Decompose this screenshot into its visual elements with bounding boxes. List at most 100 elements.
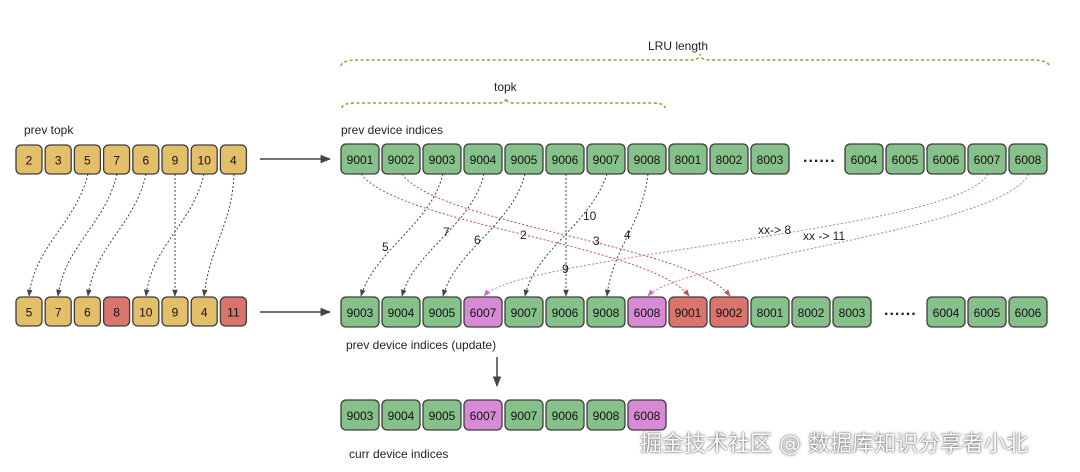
prev-topk-value-3: 3 — [55, 154, 62, 168]
topk-brace — [341, 97, 666, 109]
curr-topk-value-11: 11 — [227, 306, 240, 320]
curr-topk-box-4 — [190, 296, 218, 327]
curr-topk-box-7 — [44, 296, 72, 327]
updated-a-value-9003: 9003 — [347, 306, 374, 320]
curr-topk-value-4: 4 — [201, 306, 208, 320]
connector-9001 — [360, 173, 690, 297]
prev-indices-b-value-6006: 6006 — [933, 153, 960, 167]
curr-topk-box-8 — [102, 296, 131, 327]
updated-a-box-9008 — [586, 296, 626, 328]
curr-topk-box-9 — [161, 296, 189, 327]
updated-a-value-6007: 6007 — [470, 306, 497, 320]
prev-indices-a-box-8003 — [750, 143, 790, 175]
index-connectors — [360, 173, 1030, 297]
curr-topk-box-11 — [219, 296, 248, 327]
prev-indices-a-box-9003 — [422, 143, 462, 175]
prev-indices-a-value-9005: 9005 — [511, 153, 538, 167]
connector-label-xx-8: xx-> 8 — [758, 223, 791, 237]
curr-device-indices-label: curr device indices — [349, 447, 448, 461]
updated-b-box-6004 — [926, 296, 966, 328]
prev-indices-b-box-6004 — [844, 143, 884, 175]
prev-indices-a-box-8002 — [709, 143, 749, 175]
prev-indices-a-value-9008: 9008 — [634, 153, 661, 167]
ellipsis-top: ...... — [803, 149, 836, 166]
updated-a-value-9008: 9008 — [593, 306, 620, 320]
curr-topk-box-10 — [132, 296, 160, 327]
curr-indices-box-9004 — [381, 399, 421, 431]
prev-indices-b-box-6006 — [926, 143, 966, 175]
curr-topk-box-6 — [73, 296, 102, 327]
ellipsis-bottom: ...... — [884, 302, 917, 319]
prev-topk-value-4: 4 — [230, 154, 237, 168]
curr-topk-value-6: 6 — [84, 306, 91, 320]
prev-topk-box-9 — [161, 144, 189, 175]
prev-topk-value-10: 10 — [198, 154, 212, 168]
connector-label-4: 4 — [624, 228, 631, 242]
connector-label-3: 3 — [593, 234, 600, 248]
prev-indices-a-value-9002: 9002 — [388, 153, 415, 167]
connector-topk-4 — [201, 173, 235, 297]
connector-9005 — [442, 173, 526, 297]
connector-label-9: 9 — [562, 262, 569, 276]
prev-indices-b-box-6005 — [885, 143, 925, 175]
updated-a-value-9005: 9005 — [429, 306, 456, 320]
connector-9007 — [523, 173, 608, 297]
prev-indices-a-box-9004 — [463, 143, 503, 175]
prev-topk-box-5 — [73, 144, 102, 175]
connector-topk-5 — [26, 173, 89, 297]
lru-length-brace — [340, 53, 1050, 67]
prev-device-indices-update-label: prev device indices (update) — [346, 338, 496, 352]
prev-indices-a-value-9003: 9003 — [429, 153, 456, 167]
curr-indices-value-9008: 9008 — [593, 409, 620, 423]
curr-topk-value-10: 10 — [139, 306, 153, 320]
updated-a-box-9007 — [504, 296, 544, 328]
updated-a-box-8003 — [832, 296, 872, 328]
prev-indices-b-box-6008 — [1008, 143, 1048, 175]
prev-topk-label: prev topk — [24, 123, 74, 137]
prev-indices-a-value-8003: 8003 — [757, 153, 784, 167]
prev-topk-box-4 — [219, 144, 248, 175]
prev-topk-value-7: 7 — [113, 154, 120, 168]
curr-indices-value-9004: 9004 — [388, 409, 415, 423]
updated-a-value-9004: 9004 — [388, 306, 415, 320]
connector-topk-7 — [56, 173, 118, 297]
prev-indices-b-value-6005: 6005 — [892, 153, 919, 167]
prev-indices-a-box-9001 — [340, 143, 380, 175]
prev-topk-box-3 — [44, 144, 72, 175]
updated-a-value-9002: 9002 — [716, 306, 743, 320]
connector-9004 — [401, 173, 485, 297]
curr-indices-value-9007: 9007 — [511, 409, 538, 423]
curr-indices-box-9007 — [504, 399, 544, 431]
topk-label: topk — [494, 80, 518, 94]
prev-indices-a-value-8001: 8001 — [675, 153, 702, 167]
curr-indices-value-6008: 6008 — [634, 409, 661, 423]
curr-indices-value-6007: 6007 — [470, 409, 497, 423]
curr-indices-box-6008 — [627, 399, 667, 431]
updated-a-box-9005 — [422, 296, 462, 328]
curr-topk-value-8: 8 — [113, 306, 120, 320]
connector-label-5: 5 — [382, 240, 389, 254]
prev-indices-b-value-6008: 6008 — [1015, 153, 1042, 167]
updated-a-box-9004 — [381, 296, 421, 328]
prev-indices-b-box-6007 — [967, 143, 1007, 175]
connector-6008 — [647, 173, 1030, 297]
prev-indices-a-value-9007: 9007 — [593, 153, 620, 167]
updated-b-value-6004: 6004 — [933, 306, 960, 320]
updated-a-box-9001 — [668, 296, 708, 328]
prev-indices-a-box-8001 — [668, 143, 708, 175]
prev-topk-value-2: 2 — [26, 154, 33, 168]
curr-indices-box-9008 — [586, 399, 626, 431]
connector-topk-10 — [143, 173, 205, 297]
prev-indices-a-value-9006: 9006 — [552, 153, 579, 167]
prev-topk-box-10 — [190, 144, 218, 175]
updated-a-box-6008 — [627, 296, 667, 328]
prev-indices-a-value-8002: 8002 — [716, 153, 743, 167]
connector-9003 — [360, 173, 444, 297]
curr-indices-value-9006: 9006 — [552, 409, 579, 423]
curr-indices-value-9003: 9003 — [347, 409, 374, 423]
